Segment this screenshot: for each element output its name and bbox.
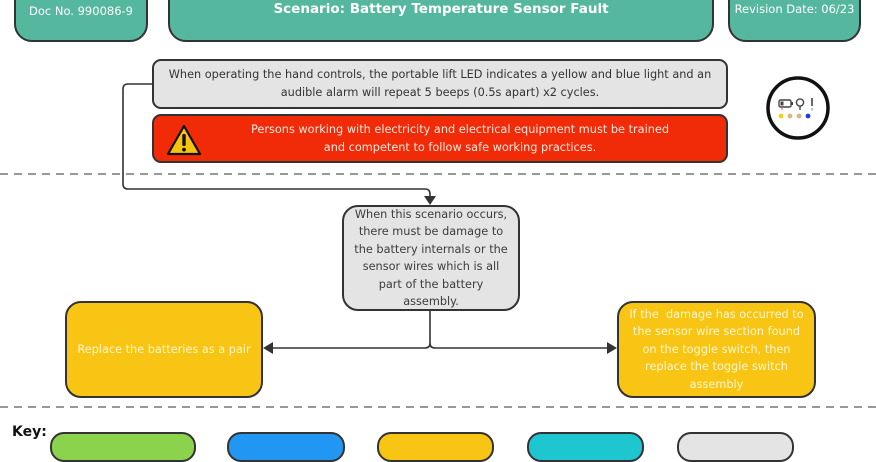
arrowhead-down (424, 196, 436, 205)
arrowhead-left (263, 342, 273, 354)
revision-date: Revision Date: 06/23 (734, 2, 855, 16)
led-dot-3 (796, 113, 802, 119)
info-to-diagnosis-connector (122, 83, 431, 198)
led-panel-icon (766, 76, 830, 140)
arrowhead-right (607, 342, 617, 354)
symptom-line-2: audible alarm will repeat 5 beeps (0.5s … (280, 86, 600, 99)
key-swatch-gray (677, 432, 794, 462)
action-replace-toggle-switch: If the damage has occurred to the sensor… (617, 301, 816, 398)
key-label: Key: (12, 424, 47, 440)
action-replace-batteries: Replace the batteries as a pair (65, 301, 263, 398)
doc-number-box: Doc No. 990086-9 (14, 0, 148, 42)
title-box: Scenario: Battery Temperature Sensor Fau… (168, 0, 714, 42)
led-dot-1 (778, 113, 784, 119)
key-swatch-yellow (377, 432, 494, 462)
symptom-line-1: When operating the hand controls, the po… (168, 68, 712, 81)
warning-line-2: and competent to follow safe working pra… (323, 140, 597, 154)
diagnosis-box: When this scenario occurs, there must be… (342, 205, 520, 311)
led-dot-2 (787, 113, 793, 119)
page-title: Scenario: Battery Temperature Sensor Fau… (273, 1, 609, 17)
led-dot-4 (805, 113, 811, 119)
doc-number: Doc No. 990086-9 (29, 4, 133, 18)
key-swatch-blue (227, 432, 345, 462)
warning-triangle-icon (166, 124, 202, 156)
battery-icon (778, 99, 793, 110)
diagnosis-text: When this scenario occurs, there must be… (354, 207, 508, 309)
diagnosis-branch-connector (272, 311, 608, 349)
action-left-text: Replace the batteries as a pair (77, 342, 251, 356)
key-swatch-cyan (527, 432, 644, 462)
revision-date-box: Revision Date: 06/23 (728, 0, 861, 42)
key-swatch-green (50, 432, 196, 462)
safety-warning-box: Persons working with electricity and ele… (152, 114, 728, 163)
lightbulb-icon (795, 98, 805, 110)
action-right-text: If the damage has occurred to the sensor… (629, 307, 808, 391)
symptom-info-box: When operating the hand controls, the po… (152, 59, 728, 109)
warning-line-1: Persons working with electricity and ele… (250, 122, 669, 136)
connectors (0, 83, 876, 408)
